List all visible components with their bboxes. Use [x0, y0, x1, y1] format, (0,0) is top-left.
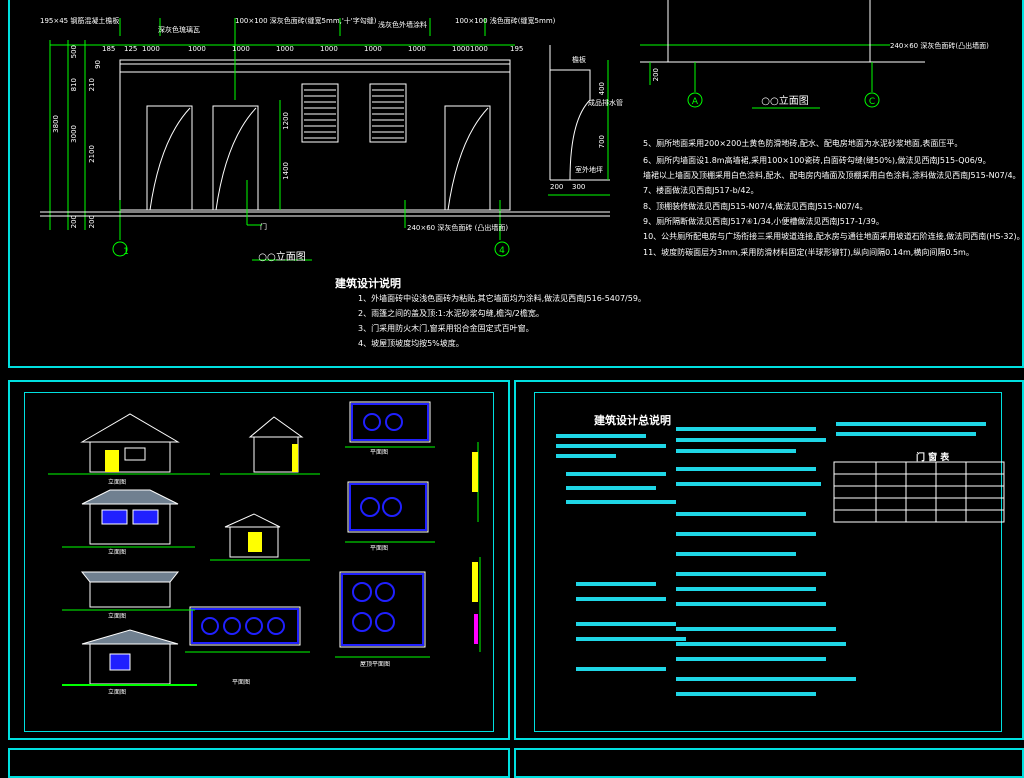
callout-dark-brick: 100×100 深灰色面砖(缝宽5mm,'十'字勾缝)	[235, 17, 377, 25]
right-note-7: 7、楼面做法见西南J517-b/42。	[643, 186, 759, 195]
axis-label-1: 1	[123, 247, 129, 257]
door-window-table	[833, 461, 1005, 523]
dim-top-4: 1000	[232, 45, 250, 53]
callout-light-brick: 100×100 浅色面砖(缝宽5mm)	[455, 17, 556, 25]
general-notes-title: 建筑设计总说明	[594, 414, 671, 427]
dim-section-1: 700	[598, 135, 606, 149]
dim-left-4: 3800	[52, 115, 60, 133]
right-note-9: 9、厕所隔断做法见西南J517④1/34,小便槽做法见西南J517-1/39。	[643, 217, 884, 226]
dim-top-5: 1000	[276, 45, 294, 53]
dim-mid-0: 1200	[282, 112, 290, 130]
note-2: 2、雨篷之间的盖及顶:1:水泥砂浆勾缝,檐沟/2檐宽。	[358, 309, 544, 318]
dim-top-10: 1000	[470, 45, 488, 53]
callout-paint: 浅灰色外墙涂料	[378, 21, 427, 29]
dim-top-9: 1000	[452, 45, 470, 53]
door-window-table-title: 门 窗 表	[916, 453, 950, 463]
bottom-partial-sheet-right	[514, 748, 1024, 778]
door-1	[146, 105, 193, 211]
dim-left-3: 210	[88, 78, 96, 92]
axis-bubble-1	[112, 241, 128, 257]
elevation-title-right: ○○立面图	[761, 94, 808, 107]
label-plan-2: 平面图	[370, 449, 388, 456]
dim-top-2: 1000	[142, 45, 160, 53]
dim-top-3: 1000	[188, 45, 206, 53]
dim-left-8: 200	[88, 215, 96, 229]
bottom-right-sheet: 建筑设计总说明 门 窗 表	[514, 380, 1024, 740]
dim-top-8: 1000	[408, 45, 426, 53]
door-2	[212, 105, 259, 211]
dim-left-5: 3000	[70, 125, 78, 143]
label-plan-3: 平面图	[370, 545, 388, 552]
axis-label-c: C	[869, 97, 875, 107]
axis-bubble-4	[494, 241, 510, 257]
label-elev-1: 立面图	[108, 478, 126, 486]
door-3	[444, 105, 491, 211]
bottom-partial-sheet-left	[8, 748, 510, 778]
label-elev-3: 立面图	[108, 612, 126, 620]
axis-label-a: A	[692, 97, 699, 107]
callout-base-brick-right: 240×60 深灰色面砖(凸出墙面)	[890, 42, 989, 50]
louver-windows	[301, 83, 407, 143]
top-drawing-sheet: 1 4 A C ○○立面图 ○○立面图 195×45 钢筋混凝土檐板 深灰色琉璃…	[8, 0, 1024, 368]
axis-bubble-a	[687, 92, 703, 108]
right-note-5: 5、厕所地面采用200×200土黄色防滑地砖,配水、配电房地面为水泥砂浆地面,表…	[643, 139, 963, 148]
note-1: 1、外墙面砖中设浅色面砖为粘贴,其它墙面均为涂料,做法见西南J516-5407/…	[358, 294, 646, 303]
callout-base-brick: 240×60 深灰色面砖 (凸出墙面)	[407, 224, 509, 232]
label-elev-4: 立面图	[108, 688, 126, 696]
note-3: 3、门采用防火木门,窗采用铝合金固定式百叶窗。	[358, 324, 534, 333]
dim-top-11: 195	[510, 45, 524, 53]
dim-left-1: 90	[94, 60, 102, 69]
top-elevation-drawing: 1 4 A C ○○立面图 ○○立面图	[40, 0, 925, 263]
dim-left-6: 2100	[88, 145, 96, 163]
dim-top-6: 1000	[320, 45, 338, 53]
elevation-title-left: ○○立面图	[258, 250, 305, 263]
dim-section-3: 300	[572, 183, 586, 191]
label-elev-2: 立面图	[108, 548, 126, 556]
dim-section-2: 200	[550, 183, 564, 191]
callout-tile: 深灰色琉璃瓦	[158, 26, 200, 34]
dim-top-1: 125	[124, 45, 138, 53]
axis-label-4: 4	[499, 246, 505, 256]
callout-door: 门	[260, 223, 267, 231]
dim-top-0: 185	[102, 45, 116, 53]
callout-eave: 195×45 钢筋混凝土檐板	[40, 17, 120, 25]
callout-eave-section: 檐板	[572, 56, 586, 64]
callout-ground: 室外地坪	[575, 166, 603, 174]
note-4: 4、坡屋顶坡度均按5%坡度。	[358, 339, 464, 348]
dim-left-2: 810	[70, 78, 78, 92]
bottom-left-sheet: 立面图 立面图 立面图 立面图 平面图 平面图 平面图 屋顶平面图	[8, 380, 510, 740]
right-note-11: 11、坡度防碳面层为3mm,采用防滑材料固定(半球形铆钉),纵向间隔0.14m,…	[643, 248, 974, 257]
dim-mid-1: 1400	[282, 162, 290, 180]
right-note-6b: 墙裙以上墙面及顶棚采用白色涂料,配水、配电房内墙面及顶棚采用白色涂料,涂料做法见…	[643, 171, 1021, 180]
dim-left-0: 500	[70, 45, 78, 59]
label-roof-plan: 屋顶平面图	[360, 661, 390, 668]
plans-and-elevations: 立面图 立面图 立面图 立面图 平面图 平面图 平面图 屋顶平面图	[48, 401, 481, 696]
building-outline	[119, 59, 511, 211]
right-note-10: 10、公共厕所配电房与广场衔接三采用坡道连接,配水房与通往地面采用坡道石阶连接,…	[643, 232, 1024, 241]
axis-bubble-c	[864, 92, 880, 108]
right-note-8: 8、顶棚装修做法见西南J515-N07/4,做法见西南J515-N07/4。	[643, 202, 868, 211]
dim-side-0: 200	[652, 68, 660, 82]
callout-drain: 成品排水管	[588, 99, 623, 107]
notes-title: 建筑设计说明	[335, 277, 401, 290]
dim-top-7: 1000	[364, 45, 382, 53]
label-plan-1: 平面图	[232, 679, 250, 686]
dim-left-7: 200	[70, 215, 78, 229]
right-note-6: 6、厕所内墙面设1.8m高墙裙,采用100×100瓷砖,白面砖勾缝(缝50%),…	[643, 156, 991, 165]
dim-section-0: 400	[598, 82, 606, 96]
